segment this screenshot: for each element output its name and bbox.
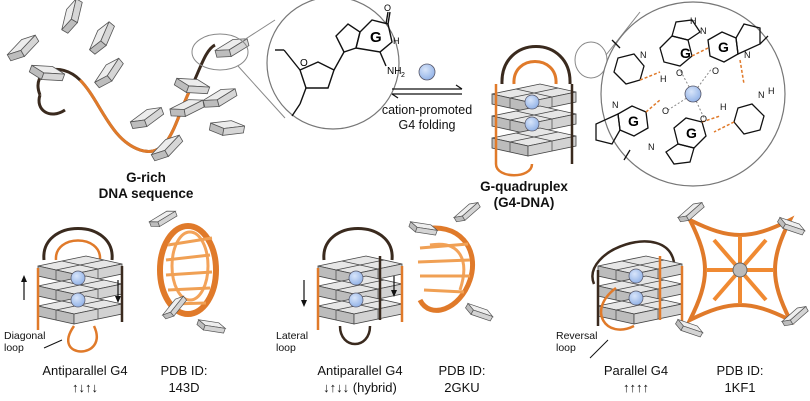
pdb-ribbon-143d xyxy=(147,208,227,338)
svg-text:H: H xyxy=(768,86,775,96)
g4-stack xyxy=(491,45,577,177)
svg-text:N: N xyxy=(700,26,707,36)
loop-label-reversal: Reversal loop xyxy=(556,330,597,354)
loop-label-diagonal: Diagonal loop xyxy=(4,330,45,354)
pdb-ribbon-2gku xyxy=(407,199,495,325)
pdb-label: PDB ID: xyxy=(438,363,486,378)
svg-text:O: O xyxy=(700,114,707,124)
nh2-label: NH xyxy=(387,66,401,77)
g4-title: G-quadruplex (G4-DNA) xyxy=(464,179,584,211)
pdb-label: PDB ID: xyxy=(160,363,208,378)
tetrad-guanine-label: G xyxy=(680,45,691,61)
g4-line2: (G4-DNA) xyxy=(493,195,555,210)
cation-ball xyxy=(418,63,436,81)
loop-line1: Diagonal xyxy=(4,330,46,342)
topology-name: Antiparallel G4 xyxy=(42,363,128,378)
strand-orientation: ↓↑↓↓ (hybrid) xyxy=(323,380,397,395)
nucleotide-zoom: O G O H xyxy=(266,0,400,130)
pdb-label: PDB ID: xyxy=(716,363,764,378)
svg-text:H: H xyxy=(690,16,697,26)
loop-line2: loop xyxy=(4,342,24,354)
hybrid-cube xyxy=(301,227,404,346)
svg-text:O: O xyxy=(300,58,308,69)
svg-text:O: O xyxy=(662,106,669,116)
tetrad-guanine-label: G xyxy=(686,125,697,141)
svg-text:N: N xyxy=(640,50,647,60)
loop-line1: Reversal xyxy=(556,330,598,342)
caption-hybrid: Antiparallel G4 ↓↑↓↓ (hybrid) xyxy=(300,362,420,396)
svg-text:O: O xyxy=(384,3,391,13)
g-rich-line1: G-rich xyxy=(126,170,166,185)
svg-text:N: N xyxy=(744,50,751,60)
tetrad-guanine-label: G xyxy=(628,113,639,129)
loop-line2: loop xyxy=(556,342,576,354)
parallel-cube xyxy=(589,240,684,359)
strand-orientation: ↑↑↑↑ xyxy=(623,380,649,395)
loop-line1: Lateral xyxy=(276,330,309,342)
loop-line2: loop xyxy=(276,342,296,354)
loop-label-lateral: Lateral loop xyxy=(276,330,308,354)
topology-name: Parallel G4 xyxy=(603,363,669,378)
caption-pdb-143d: PDB ID: 143D xyxy=(144,362,224,396)
tetrad-guanine-label: G xyxy=(718,39,729,55)
equilibrium-arrows xyxy=(391,84,463,99)
caption-antiparallel: Antiparallel G4 ↑↓↑↓ xyxy=(30,362,140,396)
folding-caption: cation-promoted G4 folding xyxy=(366,103,488,133)
pdb-id: 1KF1 xyxy=(724,380,756,395)
nh2-subscript: 2 xyxy=(401,72,405,79)
svg-text:H: H xyxy=(720,102,727,112)
svg-text:O: O xyxy=(712,66,719,76)
svg-text:N: N xyxy=(648,142,655,152)
svg-text:O: O xyxy=(676,68,683,78)
svg-text:N: N xyxy=(612,100,619,110)
topology-name: Antiparallel G4 xyxy=(317,363,403,378)
g-rich-title: G-rich DNA sequence xyxy=(86,170,206,202)
g-tetrad-zoom: G G G G O O O O N N N N N N H H H H xyxy=(595,1,786,187)
pdb-ribbon-1kf1 xyxy=(673,199,810,341)
svg-text:G: G xyxy=(370,29,382,46)
g-rich-line2: DNA sequence xyxy=(98,186,194,201)
antiparallel-cube-1 xyxy=(21,227,124,353)
pdb-id: 2GKU xyxy=(444,380,480,395)
svg-text:H: H xyxy=(660,74,667,84)
folding-line2: G4 folding xyxy=(398,118,456,132)
folding-line1: cation-promoted xyxy=(381,103,473,117)
g4-line1: G-quadruplex xyxy=(480,179,568,194)
caption-parallel: Parallel G4 ↑↑↑↑ xyxy=(586,362,686,396)
pdb-id: 143D xyxy=(168,380,200,395)
svg-text:H: H xyxy=(393,36,400,46)
caption-pdb-2gku: PDB ID: 2GKU xyxy=(422,362,502,396)
caption-pdb-1kf1: PDB ID: 1KF1 xyxy=(700,362,780,396)
strand-orientation: ↑↓↑↓ xyxy=(72,380,98,395)
svg-text:N: N xyxy=(758,90,765,100)
g-rich-strand xyxy=(3,0,251,164)
